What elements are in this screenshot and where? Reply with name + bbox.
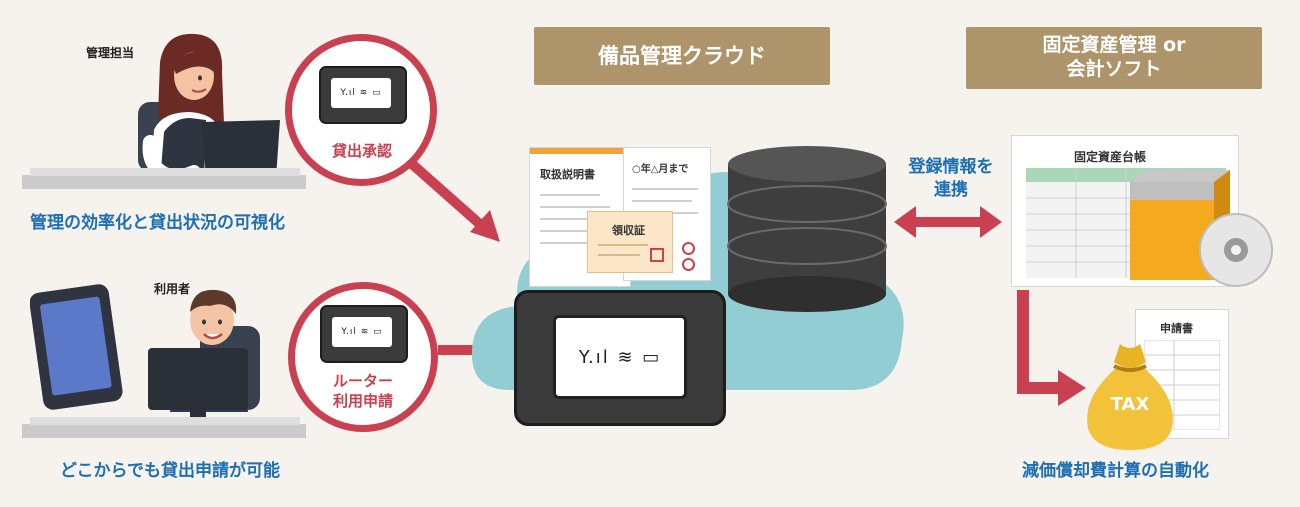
request-router-icon: Y.ıl ≋ ▭ [320,305,408,363]
arrow-tax-head [1058,370,1086,406]
role-user-label: 利用者 [154,282,191,296]
link-label-line2: 連携 [934,179,968,200]
ledger-title: 固定資産台帳 [1074,150,1147,164]
application-title: 申請書 [1160,322,1193,335]
cloud-service-title: 備品管理クラウド [598,43,766,68]
tax-label: TAX [1110,394,1150,415]
deadline-title: ○年△月まで [632,164,689,175]
fixed-asset-title-line1: 固定資産管理 or [1042,34,1186,57]
request-label: ルーター 利用申請 [318,372,408,411]
arrow-link-left-head [894,206,916,238]
role-manager-label: 管理担当 [86,46,135,60]
fixed-asset-title-line2: 会計ソフト [1066,58,1162,80]
receipt-document: 領収証 [588,212,672,272]
receipt-title: 領収証 [612,224,645,237]
manager-desk-top [30,168,300,176]
application-document: 申請書 [1136,310,1228,438]
approval-label: 貸出承認 [331,142,392,160]
link-label: 登録情報を 連携 [892,156,1010,202]
arrow-approval-head [470,210,500,242]
arrow-approval-to-cloud [408,160,486,230]
fixed-asset-header: 固定資産管理 or 会計ソフト [966,27,1262,89]
tablet-icon [30,284,123,410]
approval-router-icon: Y.ıl ≋ ▭ [319,66,407,124]
approval-router-screen: Y.ıl ≋ ▭ [331,78,391,108]
cd-disc-icon [1199,213,1273,287]
manager-desk [22,175,306,189]
router-device: Y.ıl ≋ ▭ [514,290,726,426]
manual-title: 取扱説明書 [540,168,595,181]
user-desk-top [30,417,300,425]
user-desk [22,424,306,438]
link-label-line1: 登録情報を [908,157,994,177]
router-screen: Y.ıl ≋ ▭ [553,315,687,399]
tax-bag-icon [1087,344,1173,450]
database-icon [727,146,887,312]
request-label-line1: ルーター [332,372,393,390]
approval-circle [285,34,437,186]
request-label-line2: 利用申請 [332,391,393,410]
caption-user-benefit: どこからでも貸出申請が可能 [60,461,280,481]
arrow-link-right-head [980,206,1002,238]
request-router-screen: Y.ıl ≋ ▭ [332,317,392,347]
caption-depreciation: 減価償却費計算の自動化 [1022,461,1209,481]
cloud-service-header: 備品管理クラウド [534,27,830,85]
caption-manager-benefit: 管理の効率化と貸出状況の可視化 [30,213,285,233]
